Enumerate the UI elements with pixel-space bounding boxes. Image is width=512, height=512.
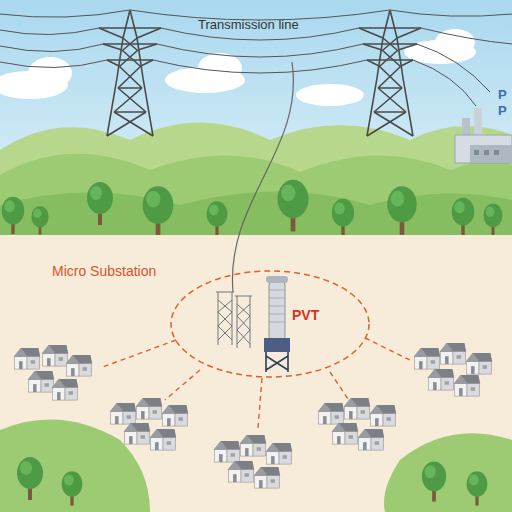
equipment-name: PVT <box>292 308 319 323</box>
zone-heading: Micro Substation <box>52 264 156 279</box>
line-label: Transmission line <box>198 18 299 32</box>
plant-label: P <box>498 104 507 118</box>
plant-label: P <box>498 88 507 102</box>
substation-zone: Micro SubstationPVT <box>170 270 370 378</box>
dashed-boundary <box>170 270 370 378</box>
